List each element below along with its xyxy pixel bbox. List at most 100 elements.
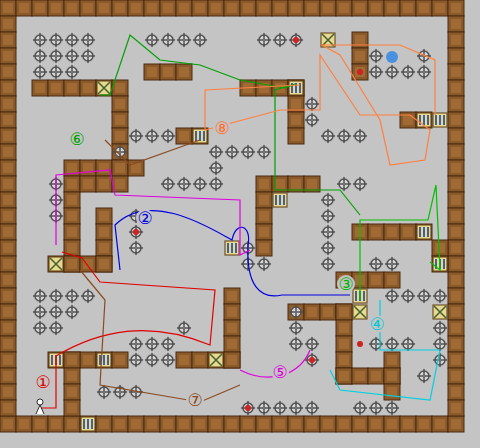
- wall-tile-face: [259, 195, 269, 205]
- wall-tile: [48, 80, 64, 96]
- wall-tile-face: [451, 115, 461, 125]
- spike-tile-spikes: [305, 113, 319, 127]
- wall-tile: [448, 288, 464, 304]
- wall-tile-face: [3, 291, 13, 301]
- spike-tile-spikes: [49, 289, 63, 303]
- route-red: [40, 252, 215, 408]
- gate-cross: [50, 258, 62, 270]
- spike-tile-hub: [295, 327, 298, 330]
- wall-tile: [448, 320, 464, 336]
- spike-tile-hub: [311, 407, 314, 410]
- wall-tile: [432, 416, 448, 432]
- wall-tile: [224, 416, 240, 432]
- wall-tile-face: [3, 51, 13, 61]
- walls: [0, 0, 464, 432]
- wall-tile: [448, 176, 464, 192]
- spike-tile-hub: [391, 71, 394, 74]
- wall-tile-face: [275, 3, 285, 13]
- wall-tile-face: [435, 243, 445, 253]
- wall-tile: [416, 416, 432, 432]
- wall-tile-face: [211, 419, 221, 429]
- wall-tile-face: [3, 179, 13, 189]
- wall-tile-face: [339, 323, 349, 333]
- wall-tile: [0, 32, 16, 48]
- spike-tile-hub: [151, 39, 154, 42]
- spike-tile-spikes: [129, 225, 143, 239]
- spike-tile-hub: [407, 295, 410, 298]
- wall-tile: [448, 112, 464, 128]
- wall-tile: [16, 416, 32, 432]
- wall-tile: [48, 416, 64, 432]
- wall-tile: [448, 128, 464, 144]
- wall-tile-face: [115, 355, 125, 365]
- player-icon: [36, 399, 44, 414]
- spike-tile-hub: [423, 375, 426, 378]
- wall-tile-face: [355, 371, 365, 381]
- gate-bar: [227, 243, 229, 253]
- wall-tile: [64, 256, 80, 272]
- wall-tile-face: [451, 339, 461, 349]
- wall-tile: [384, 272, 400, 288]
- gate-tile: [225, 241, 239, 255]
- wall-tile: [256, 176, 272, 192]
- wall-tile-face: [3, 3, 13, 13]
- wall-tile-face: [3, 323, 13, 333]
- spike-tile-hub: [71, 39, 74, 42]
- spike-tile-spikes: [385, 289, 399, 303]
- wall-tile-face: [355, 51, 365, 61]
- spike-tile-spikes: [305, 97, 319, 111]
- wall-tile-face: [35, 3, 45, 13]
- wall-tile: [80, 416, 96, 432]
- wall-tile-face: [371, 419, 381, 429]
- wall-tile-face: [339, 371, 349, 381]
- wall-tile: [272, 0, 288, 16]
- gate-tile: [81, 417, 95, 431]
- wall-tile: [0, 336, 16, 352]
- spike-tile-spikes: [241, 401, 255, 415]
- wall-tile-face: [291, 3, 301, 13]
- spike-tile-spikes: [113, 145, 127, 159]
- wall-tile: [0, 272, 16, 288]
- wall-tile: [416, 224, 432, 240]
- wall-tile-face: [99, 3, 109, 13]
- wall-tile-face: [99, 419, 109, 429]
- gate-bar: [355, 291, 357, 301]
- wall-tile-face: [451, 227, 461, 237]
- wall-tile-face: [339, 339, 349, 349]
- wall-tile: [64, 256, 80, 272]
- wall-tile: [96, 160, 112, 176]
- wall-tile-face: [259, 243, 269, 253]
- callout-number: ⑦: [186, 391, 203, 409]
- gate-bar: [423, 227, 425, 237]
- gate-bar: [275, 195, 277, 205]
- gate-bar: [231, 243, 233, 253]
- wall-tile-face: [259, 227, 269, 237]
- red-marker: [293, 37, 299, 43]
- spike-tile-spikes: [433, 321, 447, 335]
- wall-tile-face: [67, 211, 77, 221]
- spike-tile-hub: [39, 55, 42, 58]
- wall-tile-face: [451, 35, 461, 45]
- wall-tile: [96, 208, 112, 224]
- callout-number: ④: [368, 315, 385, 333]
- spike-tile-hub: [263, 39, 266, 42]
- gate-bar: [195, 131, 197, 141]
- gate-tile: [433, 113, 447, 127]
- wall-tile: [80, 160, 96, 176]
- gate-bar: [423, 115, 425, 125]
- wall-tile-face: [259, 211, 269, 221]
- wall-tile-face: [371, 371, 381, 381]
- spike-tile-spikes: [369, 401, 383, 415]
- wall-tile-face: [339, 355, 349, 365]
- wall-tile-face: [179, 3, 189, 13]
- route-lines: [40, 35, 440, 408]
- spike-tile-spikes: [65, 33, 79, 47]
- spike-tile-hub: [71, 295, 74, 298]
- spike-tile-spikes: [177, 177, 191, 191]
- spike-tile-hub: [151, 359, 154, 362]
- wall-tile-face: [259, 3, 269, 13]
- spike-tile-spikes: [289, 401, 303, 415]
- spike-tile-hub: [167, 359, 170, 362]
- wall-tile: [256, 240, 272, 256]
- wall-tile-face: [67, 3, 77, 13]
